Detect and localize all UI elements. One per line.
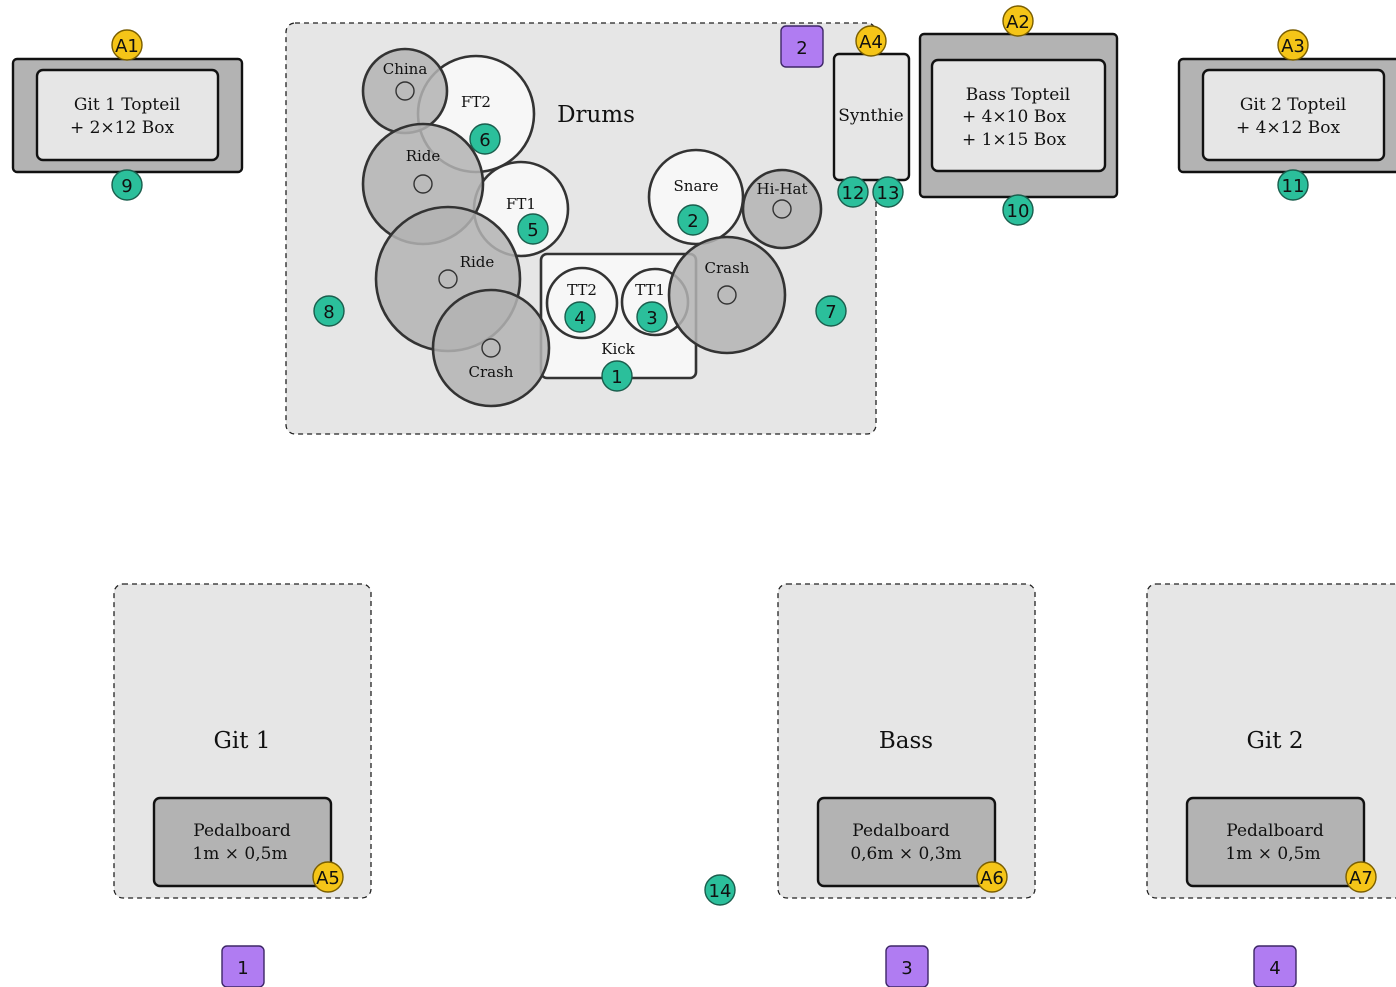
svg-text:10: 10	[1007, 201, 1030, 222]
svg-text:A2: A2	[1006, 12, 1030, 33]
mic-badge-14: 14	[704, 874, 736, 906]
svg-text:14: 14	[709, 881, 732, 902]
mic-badge-7: 7	[815, 295, 847, 327]
china-label: China	[383, 60, 428, 78]
svg-text:2: 2	[796, 38, 807, 59]
git2-pedalboard	[1185, 796, 1366, 888]
svg-text:A3: A3	[1281, 36, 1305, 57]
git2-amp-line2: + 4×12 Box	[1236, 118, 1340, 138]
mic-badge-13: 13	[872, 176, 904, 208]
git2-pedalboard-label: Pedalboard	[1226, 821, 1324, 841]
bass-amp-line1: Bass Topteil	[966, 85, 1070, 105]
crash-right-label: Crash	[705, 259, 750, 277]
git2-amp	[1177, 57, 1396, 174]
power-badge-a3: A3	[1277, 29, 1309, 61]
svg-text:A7: A7	[1349, 868, 1373, 889]
svg-text:11: 11	[1282, 176, 1305, 197]
svg-text:3: 3	[901, 958, 912, 979]
snare-label: Snare	[674, 177, 719, 195]
mic-badge-2: 2	[677, 204, 709, 236]
mic-badge-10: 10	[1002, 194, 1034, 226]
tt2-label: TT2	[567, 281, 597, 299]
bass-amp-line2: + 4×10 Box	[962, 107, 1066, 127]
ft1-label: FT1	[506, 195, 536, 213]
bass-amp-line3: + 1×15 Box	[962, 130, 1066, 150]
git1-pedalboard	[152, 796, 333, 888]
hihat-label: Hi-Hat	[757, 180, 808, 198]
monitor-badge-4: 4	[1253, 945, 1297, 987]
git1-pedalboard-label: Pedalboard	[193, 821, 291, 841]
drums-title: Drums	[557, 102, 635, 128]
mic-badge-9: 9	[111, 169, 143, 201]
svg-text:13: 13	[877, 183, 900, 204]
svg-text:1: 1	[237, 958, 248, 979]
git1-amp-line1: Git 1 Topteil	[74, 95, 180, 115]
svg-text:3: 3	[646, 308, 657, 329]
git1-amp-line2: + 2×12 Box	[70, 118, 174, 138]
mic-badge-12: 12	[837, 176, 869, 208]
git1-pedalboard-size: 1m × 0,5m	[192, 844, 287, 864]
git2-position-title: Git 2	[1247, 728, 1304, 754]
svg-text:12: 12	[842, 183, 865, 204]
crash-left-label: Crash	[469, 363, 514, 381]
svg-text:A1: A1	[115, 36, 139, 57]
svg-text:7: 7	[825, 302, 836, 323]
mic-badge-4: 4	[564, 301, 596, 333]
git1-position-title: Git 1	[214, 728, 271, 754]
power-badge-a4: A4	[855, 25, 887, 57]
power-badge-a1: A1	[111, 29, 143, 61]
svg-text:A6: A6	[980, 868, 1004, 889]
svg-text:1: 1	[611, 367, 622, 388]
ride-top-label: Ride	[406, 147, 441, 165]
svg-text:5: 5	[527, 220, 538, 241]
power-badge-a7: A7	[1345, 861, 1377, 893]
mic-badge-3: 3	[636, 301, 668, 333]
mic-badge-11: 11	[1277, 169, 1309, 201]
power-badge-a5: A5	[312, 861, 344, 893]
monitor-badge-2: 2	[780, 25, 824, 68]
git2-pedalboard-size: 1m × 0,5m	[1225, 844, 1320, 864]
ride-bottom-label: Ride	[460, 253, 495, 271]
bass-pedalboard-label: Pedalboard	[852, 821, 950, 841]
bass-position-title: Bass	[879, 728, 933, 754]
git2-amp-line1: Git 2 Topteil	[1240, 95, 1346, 115]
svg-text:A5: A5	[316, 868, 340, 889]
bass-pedalboard	[816, 796, 997, 888]
svg-text:9: 9	[121, 176, 132, 197]
monitor-badge-3: 3	[885, 945, 929, 987]
synth-label: Synthie	[838, 106, 903, 126]
mic-badge-6: 6	[469, 123, 501, 155]
mic-badge-1: 1	[601, 360, 633, 392]
bass-pedalboard-size: 0,6m × 0,3m	[850, 844, 961, 864]
ft2-label: FT2	[461, 93, 491, 111]
git1-amp	[11, 57, 244, 174]
power-badge-a6: A6	[976, 861, 1008, 893]
svg-text:A4: A4	[859, 32, 883, 53]
power-badge-a2: A2	[1002, 5, 1034, 37]
svg-text:4: 4	[1269, 958, 1280, 979]
svg-text:2: 2	[687, 211, 698, 232]
mic-badge-5: 5	[517, 213, 549, 245]
svg-text:6: 6	[479, 130, 490, 151]
crash-cymbal-left	[431, 288, 551, 408]
bass-amp	[918, 32, 1119, 199]
snare-drum	[647, 148, 745, 246]
mic-badge-8: 8	[313, 295, 345, 327]
svg-text:4: 4	[574, 308, 585, 329]
crash-cymbal-right	[667, 235, 787, 355]
monitor-badge-1: 1	[221, 945, 265, 987]
tt1-label: TT1	[635, 281, 665, 299]
kick-label: Kick	[601, 340, 635, 358]
svg-text:8: 8	[323, 302, 334, 323]
hihat-cymbal	[741, 168, 823, 250]
